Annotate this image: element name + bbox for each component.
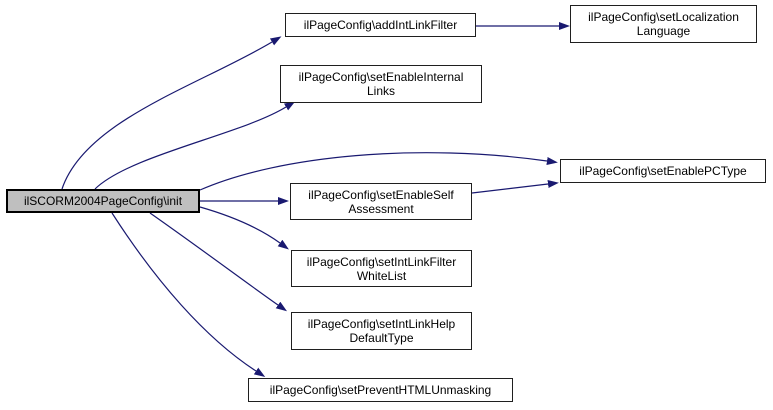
node-ilPageConfig-setEnableSelfAssessment[interactable]: ilPageConfig\setEnableSelf Assessment <box>290 183 472 220</box>
node-ilPageConfig-setPreventHTMLUnmasking[interactable]: ilPageConfig\setPreventHTMLUnmasking <box>248 378 513 402</box>
node-ilPageConfig-setIntLinkFilterWhiteList[interactable]: ilPageConfig\setIntLinkFilter WhiteList <box>291 250 472 287</box>
edge-setEnableSelfAssessment-to-setEnablePCType <box>471 180 559 194</box>
node-ilPageConfig-addIntLinkFilter[interactable]: ilPageConfig\addIntLinkFilter <box>285 13 476 37</box>
node-ilPageConfig-setIntLinkHelpDefaultType[interactable]: ilPageConfig\setIntLinkHelp DefaultType <box>291 312 472 350</box>
node-ilPageConfig-setLocalizationLanguage[interactable]: ilPageConfig\setLocalization Language <box>570 5 757 43</box>
edge-init-to-setIntLinkHelpDefaultType <box>149 212 288 312</box>
node-ilSCORM2004PageConfig-init: ilSCORM2004PageConfig\init <box>6 189 200 213</box>
node-ilPageConfig-setEnablePCType[interactable]: ilPageConfig\setEnablePCType <box>560 159 766 183</box>
node-ilPageConfig-setEnableInternalLinks[interactable]: ilPageConfig\setEnableInternal Links <box>280 65 482 103</box>
edge-init-to-setEnableInternalLinks <box>94 101 296 190</box>
edge-init-to-setPreventHTMLUnmasking <box>111 212 266 377</box>
edge-init-to-setEnablePCType <box>199 152 558 191</box>
edge-init-to-setIntLinkFilterWhiteList <box>199 206 289 250</box>
edge-init-to-addIntLinkFilter <box>61 36 282 190</box>
